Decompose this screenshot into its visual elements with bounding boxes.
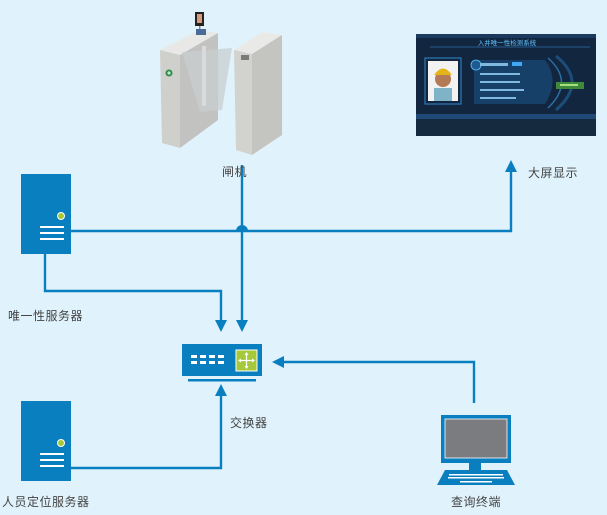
computer-terminal-icon[interactable] — [437, 415, 515, 485]
arrow-down-gate — [236, 320, 248, 332]
display-screen-icon[interactable]: 入井唯一性检测系统 — [416, 34, 596, 136]
connection-terminal-to-switch — [282, 360, 476, 403]
big-screen-label: 大屏显示 — [528, 166, 579, 180]
screen-title: 入井唯一性检测系统 — [478, 38, 537, 47]
gate-label: 闸机 — [222, 165, 248, 179]
arrow-up-screen — [505, 160, 517, 172]
unique-server-label: 唯一性服务器 — [8, 309, 84, 323]
positioning-server-label: 人员定位服务器 — [2, 495, 90, 509]
turnstile-gate-icon[interactable] — [160, 12, 282, 155]
query-terminal-label: 查询终端 — [451, 495, 502, 509]
connection-positioning-server-to-switch — [71, 395, 223, 470]
arrow-up-positioning — [215, 384, 227, 396]
connections — [43, 160, 517, 470]
server-icon-unique[interactable] — [21, 174, 71, 254]
switch-label: 交换器 — [230, 416, 268, 430]
arrow-down-server — [215, 320, 227, 332]
connection-unique-server-to-switch — [43, 254, 223, 320]
arrow-left-terminal — [272, 356, 284, 368]
switch-arrows-icon — [239, 353, 254, 368]
network-switch-icon[interactable] — [182, 344, 262, 382]
server-icon-positioning[interactable] — [21, 401, 71, 481]
connection-unique-server-to-screen — [71, 170, 513, 233]
